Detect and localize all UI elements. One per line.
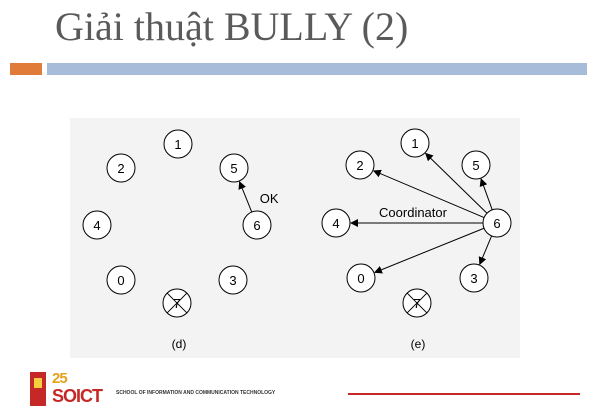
- message-arrow-6-to-5: [238, 180, 253, 213]
- process-node-label-2: 2: [356, 158, 363, 173]
- process-node-4: [82, 210, 112, 240]
- process-node-label-2: 2: [117, 161, 124, 176]
- process-node-3: [459, 263, 489, 293]
- slide-title: Giải thuật BULLY (2): [55, 4, 409, 49]
- panel-d: OK12546037(d): [82, 129, 279, 351]
- process-node-label-6: 6: [493, 216, 500, 231]
- process-node-1: [400, 128, 430, 158]
- bully-algorithm-figure: OK12546037(d)Coordinator12546037(e): [70, 118, 520, 358]
- message-arrow-6-to-3: [478, 235, 493, 266]
- process-node-label-6: 6: [253, 218, 260, 233]
- title-accent-blue: [47, 63, 587, 75]
- process-node-label-4: 4: [93, 218, 100, 233]
- edge-label-6-to-4: Coordinator: [379, 205, 448, 220]
- process-node-label-3: 3: [470, 271, 477, 286]
- message-arrow-6-to-1: [425, 152, 488, 214]
- edge-label-6-to-5: OK: [260, 191, 279, 206]
- soict-logo-text: SOICT: [52, 386, 103, 406]
- message-arrow-6-to-0: [373, 227, 485, 274]
- process-node-0: [106, 265, 136, 295]
- process-node-2: [106, 153, 136, 183]
- process-node-2: [345, 150, 375, 180]
- process-node-4: [321, 208, 351, 238]
- process-node-0: [346, 263, 376, 293]
- crashed-cross-icon: [406, 292, 428, 314]
- logo-anniversary-number: 25: [52, 370, 68, 387]
- university-logo-icon: [30, 372, 46, 406]
- process-node-6: [242, 210, 272, 240]
- process-node-label-4: 4: [332, 216, 339, 231]
- process-node-label-1: 1: [411, 136, 418, 151]
- process-node-1: [163, 129, 193, 159]
- process-node-label-3: 3: [229, 273, 236, 288]
- process-node-5: [461, 150, 491, 180]
- title-accent-orange: [10, 63, 42, 75]
- panel-label: (e): [411, 337, 426, 351]
- crashed-cross-icon: [166, 292, 188, 314]
- message-arrow-6-to-2: [372, 169, 485, 219]
- process-node-label-5: 5: [230, 161, 237, 176]
- process-node-label-1: 1: [174, 137, 181, 152]
- process-node-6: [482, 208, 512, 238]
- bully-diagram: OK12546037(d)Coordinator12546037(e): [82, 128, 512, 351]
- school-name: SCHOOL OF INFORMATION AND COMMUNICATION …: [116, 390, 276, 396]
- footer: 25 SOICT SCHOOL OF INFORMATION AND COMMU…: [30, 370, 590, 406]
- message-arrow-6-to-5: [479, 178, 493, 211]
- panel-e: Coordinator12546037(e): [321, 128, 512, 351]
- process-node-5: [219, 153, 249, 183]
- footer-rule: [348, 393, 580, 395]
- process-node-label-0: 0: [117, 273, 124, 288]
- process-node-3: [218, 265, 248, 295]
- panel-label: (d): [172, 337, 187, 351]
- process-node-label-5: 5: [472, 158, 479, 173]
- process-node-label-0: 0: [357, 271, 364, 286]
